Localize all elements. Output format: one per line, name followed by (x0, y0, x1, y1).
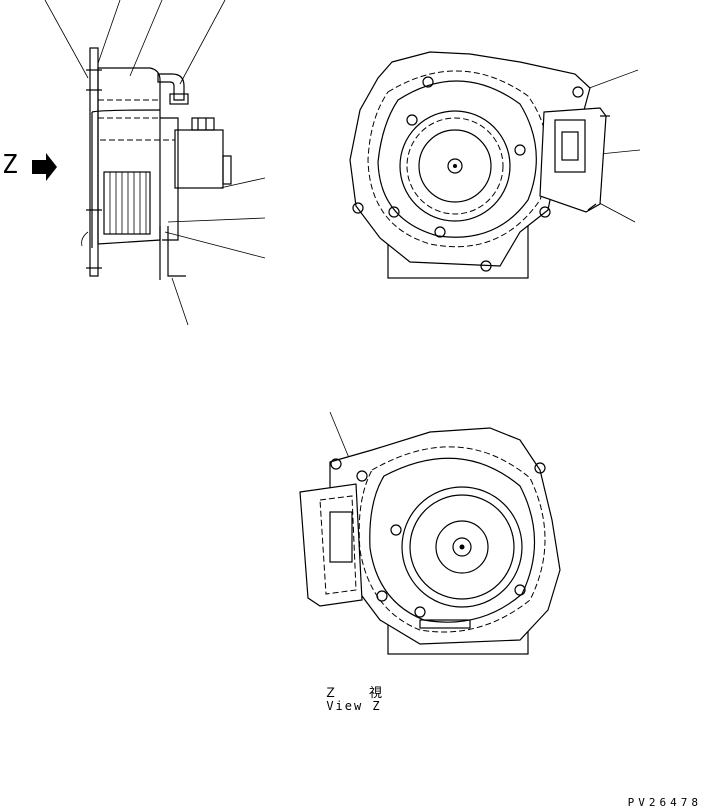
impeller-hub-z (435, 520, 489, 574)
leader-line-2 (94, 0, 121, 73)
mounting-plate (89, 47, 99, 277)
hidden-lines (98, 99, 175, 141)
hose (81, 231, 89, 247)
mounting-bolts (352, 76, 584, 272)
scroll-inner-dashed-z (358, 446, 546, 633)
drawing-number: PV26478 (627, 796, 702, 809)
scroll-inner-dashed (367, 70, 549, 248)
front-view (349, 51, 641, 279)
impeller-outer-z (401, 486, 523, 608)
leader-line-1 (44, 0, 89, 79)
mounting-bolts-z (330, 458, 546, 618)
view-z-caption-english: View Z (326, 699, 382, 713)
support-bracket (167, 226, 186, 277)
motor-terminal (191, 117, 215, 131)
duct-hidden (319, 495, 357, 595)
shaft-z (452, 537, 472, 557)
view-z-caption-japanese: Ｚ 視 (323, 686, 384, 701)
right-arrow-icon (32, 153, 57, 181)
side-view (44, 0, 266, 326)
impeller-outer (399, 110, 511, 222)
view-z-drawing (299, 411, 561, 655)
scroll-housing-z (329, 427, 561, 645)
duct-inner-z (329, 511, 353, 563)
outlet-duct-z (299, 483, 363, 607)
impeller-ring-z (409, 494, 515, 600)
leader-line-9 (583, 69, 639, 91)
leader-line-4 (179, 0, 226, 85)
motor-body (174, 129, 224, 189)
leader-line-7 (164, 231, 266, 259)
housing-edge (91, 109, 161, 248)
drain-pipe (160, 117, 179, 241)
leader-line-8 (171, 277, 189, 326)
impeller-inner (418, 129, 492, 203)
shaft (447, 158, 463, 174)
leader-line-3 (129, 0, 163, 77)
blower-housing (97, 67, 161, 245)
leader-line-5 (219, 177, 266, 189)
fan-blades (103, 171, 151, 235)
direction-letter: Z (2, 150, 18, 180)
scroll-inner-z (369, 457, 536, 623)
connector-frame (554, 119, 586, 173)
leader-line-6 (167, 217, 266, 223)
motor-cap (222, 155, 232, 185)
bottom-slot (419, 619, 471, 629)
elbow-pipe (157, 73, 185, 101)
scroll-inner (377, 80, 537, 238)
impeller-dashed (406, 117, 504, 215)
pipe-clamp (169, 93, 189, 105)
connector (561, 131, 579, 161)
